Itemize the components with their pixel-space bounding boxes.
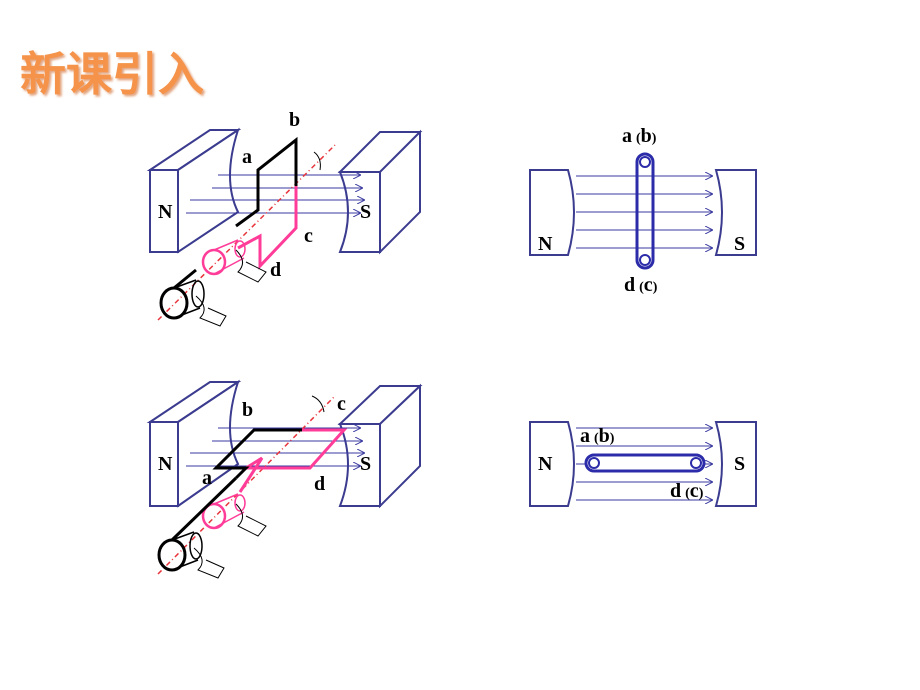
- coil-label-b: b: [289, 109, 300, 131]
- south-pole-magnet: [337, 129, 423, 255]
- coil-label-a: a: [242, 146, 252, 168]
- south-label: S: [734, 233, 745, 255]
- coil-label-d: d: [314, 473, 325, 495]
- coil-end-view: [635, 152, 655, 270]
- north-label: N: [538, 453, 553, 475]
- south-label: S: [360, 453, 371, 475]
- coil-back-side: [238, 428, 348, 493]
- generator-diagram-vertical: N S a b c d: [146, 109, 423, 327]
- slip-rings: [157, 476, 267, 579]
- south-label: S: [734, 453, 745, 475]
- magnetic-field-lines: [186, 428, 364, 466]
- rotation-arrow: [311, 395, 325, 413]
- coil-label-c: c: [304, 225, 313, 247]
- north-pole-magnet: [146, 127, 242, 254]
- south-pole-magnet: [337, 383, 423, 509]
- coil-back-side: [237, 186, 298, 270]
- south-label: S: [360, 201, 371, 223]
- label-a-b: a(b): [580, 425, 615, 447]
- coil-label-b: b: [242, 399, 253, 421]
- page-title: 新课引入: [20, 47, 204, 101]
- generator-diagram-horizontal: N S a b c d: [146, 379, 423, 579]
- north-pole-magnet: [146, 379, 242, 508]
- coil-front-side: [235, 136, 298, 228]
- label-d-c: d(c): [670, 480, 704, 502]
- magnetic-field-lines: [576, 176, 712, 248]
- coil-front-side: [212, 428, 302, 480]
- slip-rings: [159, 239, 267, 327]
- label-a-b: a(b): [622, 125, 657, 147]
- rotation-axis: [157, 144, 336, 321]
- coil-end-view: [584, 453, 706, 473]
- coil-label-d: d: [270, 259, 281, 281]
- coil-label-c: c: [337, 393, 346, 415]
- end-view-vertical: N S a(b) d(c): [529, 125, 757, 296]
- north-pole-face: [529, 421, 575, 507]
- coil-label-a: a: [202, 467, 212, 489]
- label-d-c: d(c): [624, 274, 658, 296]
- magnetic-field-lines: [186, 175, 364, 213]
- south-pole-face: [714, 421, 757, 507]
- north-label: N: [158, 201, 173, 223]
- south-pole-face: [714, 169, 757, 256]
- end-view-horizontal: N S a(b) d(c): [529, 421, 757, 507]
- rotation-arrow: [313, 151, 321, 171]
- north-pole-face: [529, 169, 575, 256]
- north-label: N: [538, 233, 553, 255]
- north-label: N: [158, 453, 173, 475]
